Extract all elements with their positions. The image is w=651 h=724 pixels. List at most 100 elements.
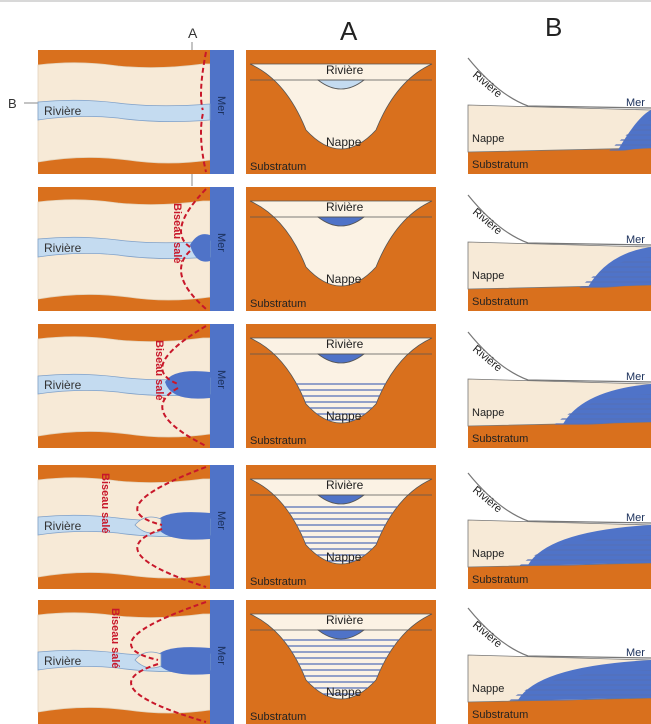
section-a-nappe [249,63,433,150]
section-b-nappe [467,104,651,153]
section-a-nappe [249,613,433,700]
plan-river-label: Rivière [44,519,82,533]
plan-river-label: Rivière [44,241,82,255]
plan-biseau-line-upper [200,51,207,111]
plan-biseau-line-lower [130,663,207,723]
plan-biseau-line-upper [136,466,207,526]
section-b-river-slope [467,194,651,246]
plan-saline-bulb [190,234,210,262]
section-b-substratum [468,698,651,724]
section-a-substratum-label: Substratum [250,161,306,173]
plan-sea [210,324,234,448]
plan-sea [210,187,234,311]
section-b-sea-label: Mer [626,647,645,659]
plan-biseau-line-lower [200,113,207,173]
section-b-sea-label: Mer [626,234,645,246]
section-b-marker: B [8,96,17,111]
plan-sea [210,600,234,724]
plan-river-label: Rivière [44,104,82,118]
section-b-substratum [468,563,651,589]
section-a-substratum-label: Substratum [250,711,306,723]
plan-biseau-line-lower [136,528,207,588]
plan-sea-label: Mer [215,233,227,252]
section-a-river-label: Rivière [326,478,364,492]
plan-biseau-label: Biseau salé [99,473,111,534]
plan-sea-label: Mer [215,511,227,530]
section-b-sea-label: Mer [626,512,645,524]
plan-river-label: Rivière [44,378,82,392]
plan-sea [210,50,234,174]
section-a-nappe [249,478,433,565]
section-b-river-slope [467,331,651,383]
plan-biseau-line-upper [130,601,207,661]
section-a-nappe-label: Nappe [326,550,362,564]
section-b-substratum [468,422,651,448]
section-b-nappe-label: Nappe [472,407,504,419]
plan-sea [210,465,234,589]
plan-biseau-line-upper [180,188,207,248]
plan-sea-label: Mer [215,646,227,665]
plan-river-mouth [134,651,162,669]
plan-sea-label: Mer [215,370,227,389]
section-b-sea-label: Mer [626,371,645,383]
section-a-marker: A [188,25,198,41]
section-a-nappe-label: Nappe [326,272,362,286]
section-a-substratum-label: Substratum [250,298,306,310]
section-b-substratum-label: Substratum [472,709,528,721]
section-b-sea-label: Mer [626,97,645,109]
section-a-nappe-label: Nappe [326,409,362,423]
section-a-nappe [249,337,433,424]
section-b-substratum [468,285,651,311]
section-b-river-slope [467,57,651,109]
section-b-substratum-label: Substratum [472,296,528,308]
plan-saline-bulb [165,371,210,399]
column-a-heading: A [340,16,358,46]
section-a-river-label: Rivière [326,613,364,627]
section-a-river-label: Rivière [326,200,364,214]
column-b-heading: B [545,12,562,42]
plan-river-label: Rivière [44,654,82,668]
section-b-nappe-label: Nappe [472,270,504,282]
section-b-nappe-label: Nappe [472,683,504,695]
section-b-substratum-label: Substratum [472,159,528,171]
section-a-river-label: Rivière [326,63,364,77]
section-a-nappe-label: Nappe [326,135,362,149]
section-b-nappe-label: Nappe [472,133,504,145]
plan-biseau-line-lower [180,250,207,310]
section-a-substratum-label: Substratum [250,435,306,447]
plan-view: Rivière Mer Biseau salé [37,324,234,448]
section-b-river-slope [467,472,651,524]
plan-view: Rivière Mer Biseau salé [37,465,234,589]
plan-biseau-line-lower [161,387,207,447]
plan-biseau-label: Biseau salé [171,203,183,264]
section-a-substratum-label: Substratum [250,576,306,588]
section-b-nappe-label: Nappe [472,548,504,560]
section-b-river-slope [467,607,651,659]
section-b-substratum-label: Substratum [472,433,528,445]
plan-saline-bulb [155,512,210,540]
plan-river-mouth [134,516,162,534]
section-b-substratum-label: Substratum [472,574,528,586]
section-b-substratum [468,148,651,174]
plan-saline-bulb [155,647,210,675]
plan-biseau-label: Biseau salé [153,340,165,401]
section-a-nappe [249,200,433,287]
plan-river [37,99,211,122]
plan-view: Rivière Mer Biseau salé [37,187,234,311]
section-a-river-label: Rivière [326,337,364,351]
